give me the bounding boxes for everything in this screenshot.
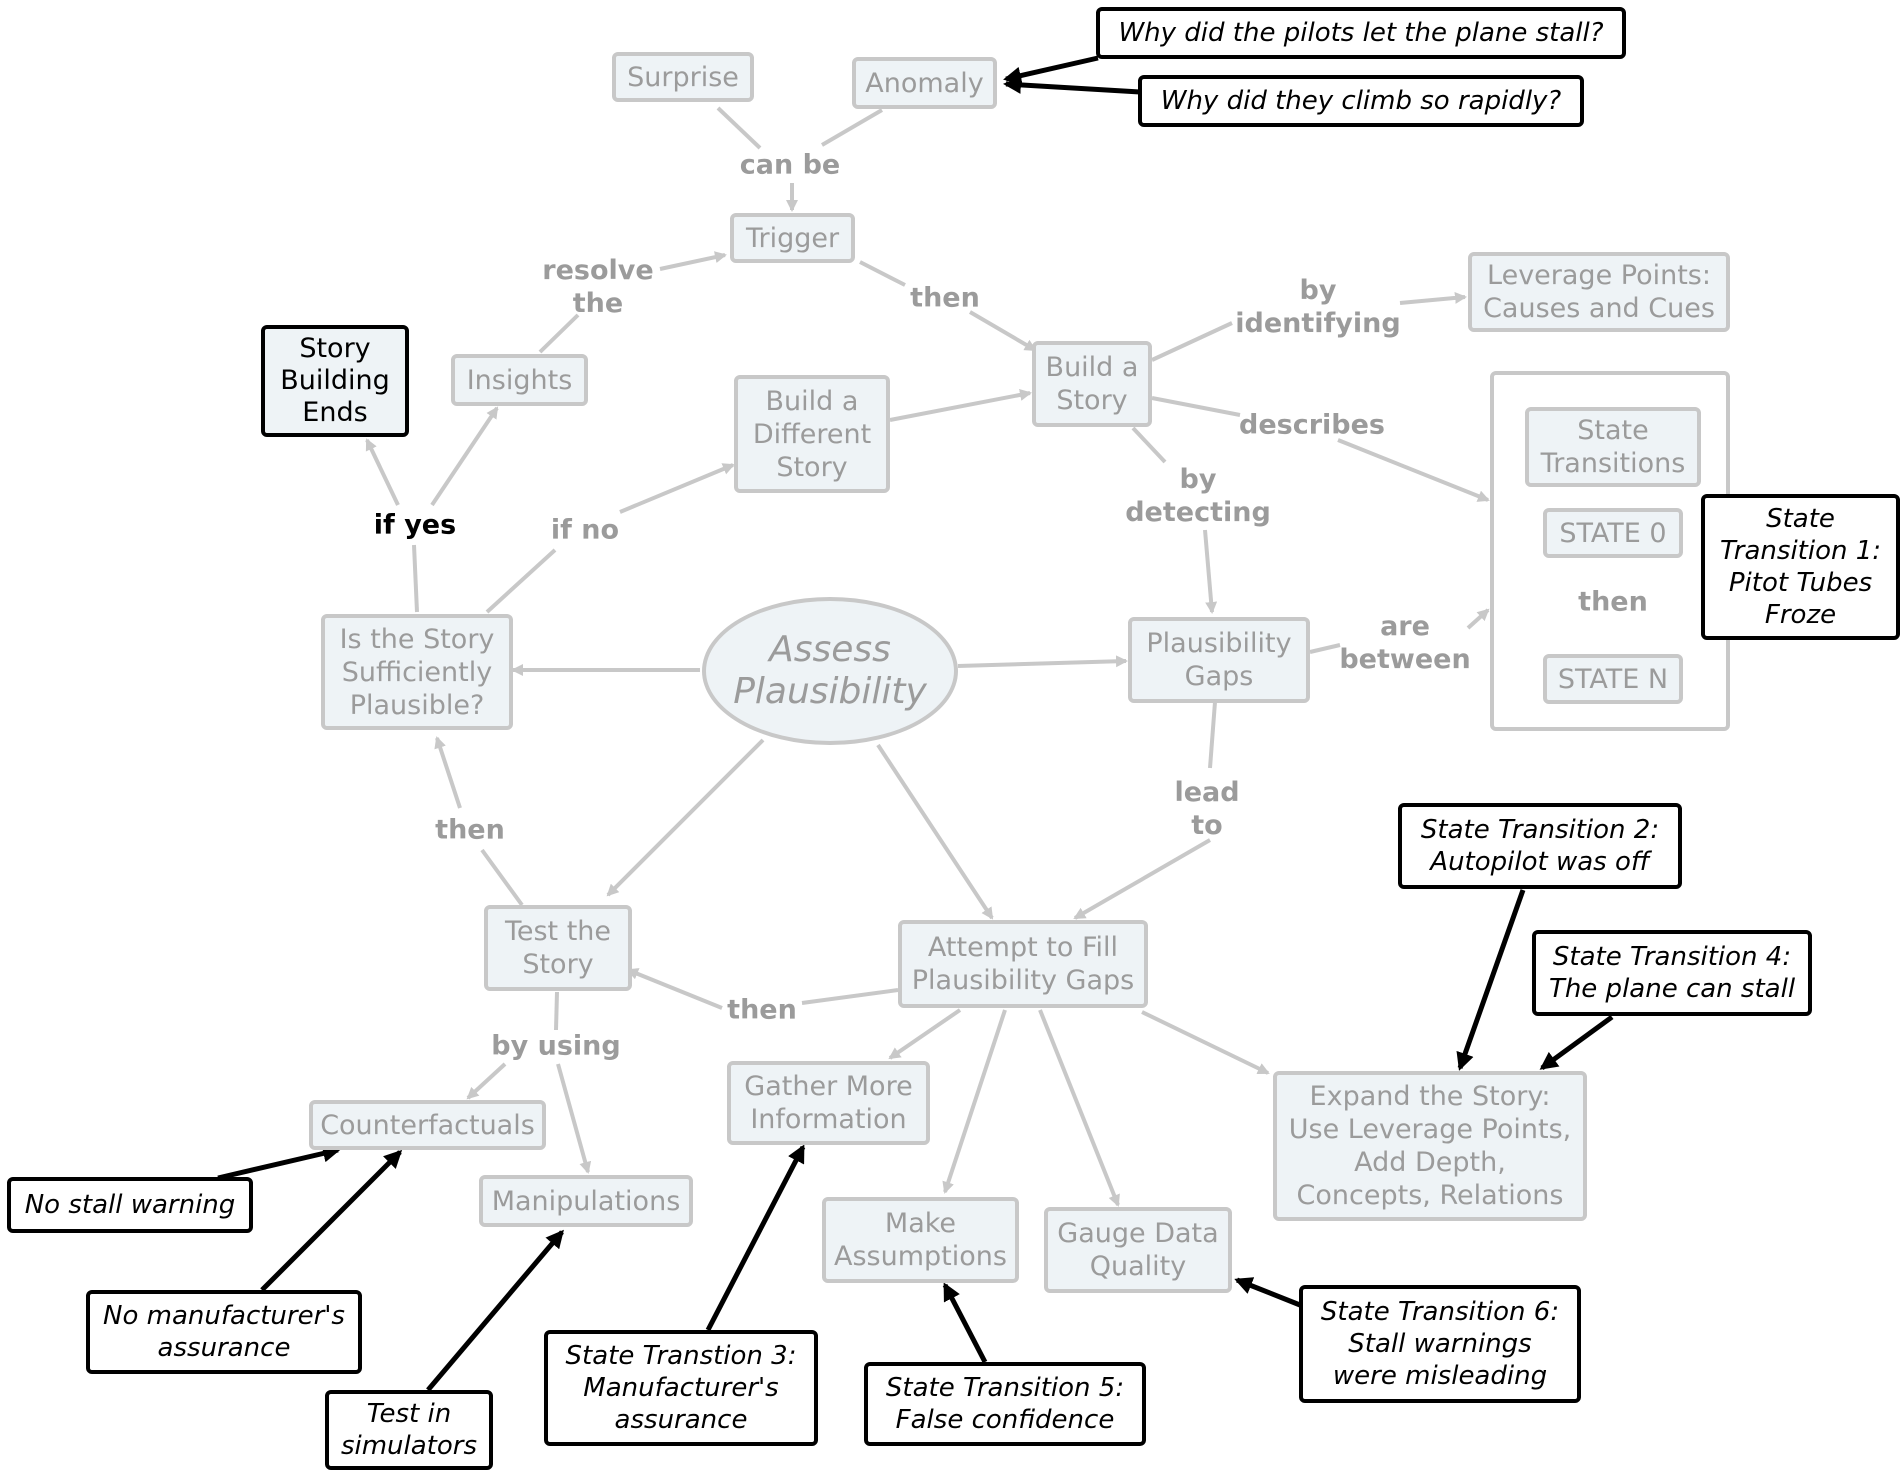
node-make-assumptions[interactable]: Make Assumptions <box>822 1197 1019 1283</box>
edge-anomaly-canbe <box>820 108 884 147</box>
node-gauge-data-quality[interactable]: Gauge Data Quality <box>1044 1207 1232 1293</box>
pointer-st5 <box>942 1282 988 1364</box>
link-if-yes: if yes <box>373 509 457 541</box>
pointer-why-stall <box>1003 55 1099 85</box>
node-is-story-plausible[interactable]: Is the Story Sufficiently Plausible? <box>321 614 513 730</box>
node-surprise[interactable]: Surprise <box>612 52 754 102</box>
link-describes: describes <box>1239 409 1385 441</box>
edge-assess-gaps <box>957 655 1128 668</box>
edge-insights-resolve <box>538 313 580 354</box>
link-by-detecting: by detecting <box>1125 464 1271 528</box>
link-by-identifying: by identifying <box>1235 275 1401 339</box>
pointer-st6 <box>1234 1277 1301 1308</box>
node-plausibility-gaps[interactable]: Plausibility Gaps <box>1128 617 1310 703</box>
edge-buildstory-describes <box>1151 396 1241 417</box>
node-state-n[interactable]: STATE N <box>1543 654 1683 704</box>
edge-attempt-then <box>801 988 899 1005</box>
node-counterfactuals[interactable]: Counterfactuals <box>309 1100 546 1150</box>
note-state-transition-1: State Transition 1: Pitot Tubes Froze <box>1701 494 1900 640</box>
edge-assess-attempt <box>876 743 994 920</box>
edge-different-buildstory <box>889 389 1032 422</box>
edge-arebetween-container <box>1466 608 1490 630</box>
edge-attempt-expand <box>1141 1010 1270 1075</box>
edge-gaps-leadto <box>1208 701 1217 769</box>
note-why-stall: Why did the pilots let the plane stall? <box>1096 7 1626 59</box>
note-state-transition-5: State Transition 5: False confidence <box>864 1362 1146 1446</box>
edge-then-isstory <box>434 736 462 809</box>
node-leverage-points[interactable]: Leverage Points: Causes and Cues <box>1468 252 1730 332</box>
edge-resolve-trigger <box>659 251 727 271</box>
edge-buildstory-bydetecting <box>1131 426 1167 464</box>
edge-ifyes-ends <box>365 438 400 506</box>
edge-then-buildstory <box>968 310 1037 352</box>
node-build-different-story[interactable]: Build a Different Story <box>734 375 890 493</box>
edge-buildstory-byidentifying <box>1151 321 1233 362</box>
link-then-trigger: then <box>910 282 980 314</box>
link-then-test: then <box>435 814 505 846</box>
edge-isstory-ifno <box>485 548 557 614</box>
edge-describes-container <box>1337 438 1490 502</box>
node-insights[interactable]: Insights <box>451 354 588 406</box>
pointer-simulators <box>426 1229 564 1392</box>
edge-ifno-different <box>619 463 735 514</box>
note-no-manufacturer-assurance: No manufacturer's assurance <box>86 1290 362 1374</box>
pointer-st4 <box>1539 1014 1614 1071</box>
note-state-transition-6: State Transition 6: Stall warnings were … <box>1299 1285 1581 1403</box>
link-are-between: are between <box>1339 611 1471 675</box>
edge-ifyes-insights <box>430 406 499 507</box>
node-manipulations[interactable]: Manipulations <box>479 1175 693 1227</box>
node-test-story[interactable]: Test the Story <box>484 905 632 991</box>
link-if-no: if no <box>550 514 620 546</box>
note-state-transition-2: State Transition 2: Autopilot was off <box>1398 803 1682 889</box>
node-expand-the-story[interactable]: Expand the Story: Use Leverage Points, A… <box>1273 1071 1587 1221</box>
link-then-states: then <box>1578 586 1648 618</box>
pointer-st2 <box>1456 889 1526 1071</box>
node-state-0[interactable]: STATE 0 <box>1543 508 1683 558</box>
edge-attempt-assumptions <box>942 1009 1007 1194</box>
note-no-stall-warning: No stall warning <box>7 1177 253 1233</box>
edge-then-test <box>626 968 723 1010</box>
edge-attempt-gauge <box>1038 1009 1120 1207</box>
edge-test-then <box>480 848 524 907</box>
node-anomaly[interactable]: Anomaly <box>852 57 997 109</box>
node-build-story[interactable]: Build a Story <box>1032 341 1152 427</box>
node-trigger[interactable]: Trigger <box>730 213 855 263</box>
node-story-building-ends[interactable]: Story Building Ends <box>261 325 409 437</box>
edge-attempt-gather <box>888 1008 962 1060</box>
note-state-transition-3: State Transtion 3: Manufacturer's assura… <box>544 1330 818 1446</box>
edge-gaps-arebetween <box>1309 643 1341 654</box>
pointer-no-manufacturer <box>260 1149 403 1292</box>
note-state-transition-4: State Transition 4: The plane can stall <box>1532 930 1812 1016</box>
node-attempt-fill-gaps[interactable]: Attempt to Fill Plausibility Gaps <box>898 920 1148 1008</box>
edge-isstory-ifyes <box>412 544 419 613</box>
edge-leadto-attempt <box>1073 838 1212 920</box>
pointer-st3 <box>705 1144 806 1332</box>
node-gather-more-information[interactable]: Gather More Information <box>727 1061 930 1145</box>
node-assess-plausibility[interactable]: Assess Plausibility <box>702 597 958 745</box>
edge-byusing-counterfactuals <box>466 1062 507 1100</box>
link-resolve-the: resolve the <box>542 255 654 319</box>
edge-bydetecting-gaps <box>1203 529 1218 614</box>
edge-test-byusing <box>554 991 559 1031</box>
pointer-why-climb <box>1003 75 1141 95</box>
pointer-no-stall <box>217 1144 341 1181</box>
link-can-be: can be <box>739 149 841 181</box>
note-test-in-simulators: Test in simulators <box>325 1390 493 1470</box>
edge-byusing-manipulations <box>556 1063 592 1174</box>
link-by-using: by using <box>491 1030 621 1062</box>
edge-trigger-then <box>859 260 906 287</box>
edge-surprise-canbe <box>716 106 762 150</box>
note-why-climb: Why did they climb so rapidly? <box>1138 75 1584 127</box>
node-state-transitions[interactable]: State Transitions <box>1525 407 1701 487</box>
link-then-attempt: then <box>727 994 797 1026</box>
edge-byidentifying-leverage <box>1399 291 1467 305</box>
link-lead-to: lead to <box>1174 777 1240 841</box>
edge-assess-test <box>606 738 765 897</box>
